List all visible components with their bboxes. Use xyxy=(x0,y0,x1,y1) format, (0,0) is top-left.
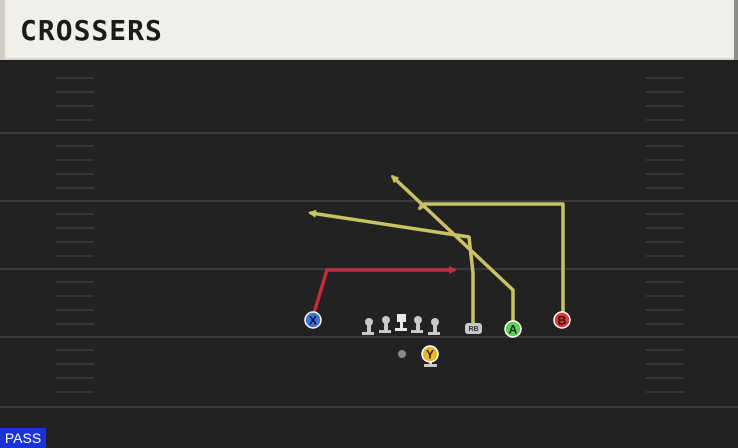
play-type-badge: PASS xyxy=(0,428,46,448)
player-a-button[interactable]: A xyxy=(504,320,522,338)
route-x xyxy=(312,266,457,315)
hash-marks-right xyxy=(646,77,684,393)
route-rb xyxy=(308,209,475,325)
player-y-label: Y xyxy=(426,348,434,362)
player-y-button[interactable]: Y xyxy=(421,345,439,363)
player-b-button[interactable]: B xyxy=(553,311,571,329)
route-a xyxy=(390,174,515,322)
offensive-line xyxy=(362,314,440,335)
quarterback-icon xyxy=(398,350,406,358)
player-b-label: B xyxy=(558,314,567,328)
center-icon xyxy=(395,314,407,331)
player-rb-icon[interactable]: RB xyxy=(465,323,482,334)
hash-marks-left xyxy=(56,77,94,393)
route-b xyxy=(417,201,565,315)
player-rb-label: RB xyxy=(468,326,478,333)
player-x-label: X xyxy=(309,314,317,328)
lineman-icon xyxy=(362,318,374,335)
lineman-icon xyxy=(379,316,391,333)
lineman-icon xyxy=(411,316,423,333)
header-edge xyxy=(734,0,738,60)
play-field xyxy=(0,62,738,448)
play-title: CROSSERS xyxy=(20,14,163,47)
player-y-stand xyxy=(424,364,437,367)
play-header: CROSSERS xyxy=(0,0,738,60)
player-x-button[interactable]: X xyxy=(304,311,322,329)
lineman-icon xyxy=(428,318,440,335)
player-a-label: A xyxy=(509,323,518,337)
header-accent-bar xyxy=(0,0,5,60)
